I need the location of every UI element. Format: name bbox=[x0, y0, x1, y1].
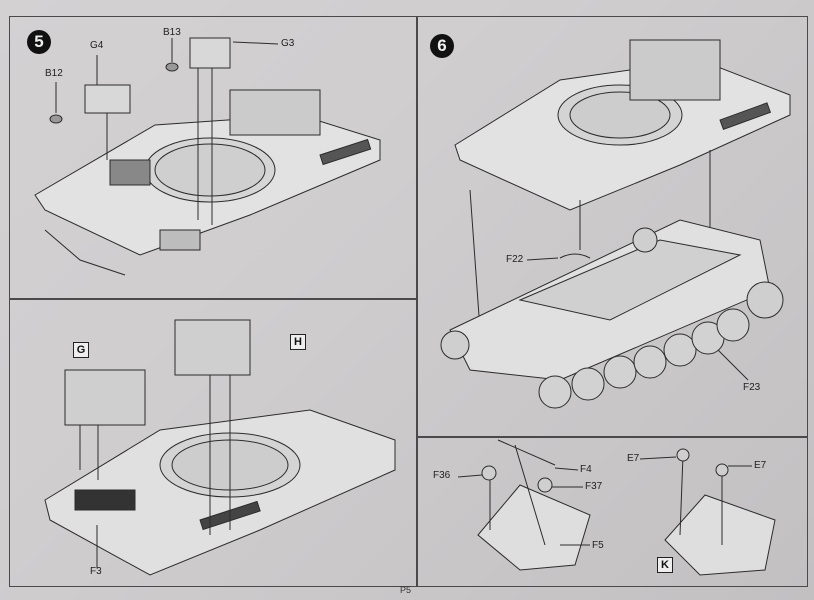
part-label-b12: B12 bbox=[45, 68, 63, 79]
part-label-e7-left: E7 bbox=[627, 453, 640, 464]
panel-step-6b bbox=[416, 436, 808, 587]
part-label-g4: G4 bbox=[90, 40, 104, 51]
part-label-f3: F3 bbox=[90, 566, 102, 577]
box-label-h: H bbox=[290, 334, 306, 350]
part-g3-illustration bbox=[189, 37, 231, 69]
part-label-g3: G3 bbox=[281, 38, 295, 49]
plate-illustration-left bbox=[457, 439, 591, 571]
box-label-k: K bbox=[657, 557, 673, 573]
part-label-f37: F37 bbox=[585, 481, 603, 492]
deck-illustration-step6 bbox=[454, 39, 791, 331]
step-number-6: 6 bbox=[430, 34, 454, 58]
part-label-f36: F36 bbox=[433, 470, 451, 481]
deck-illustration-step5 bbox=[34, 37, 381, 276]
panel-step-5b bbox=[9, 298, 418, 587]
step-number-5: 5 bbox=[27, 30, 51, 54]
hull-illustration-step6 bbox=[440, 219, 784, 409]
part-g4-illustration bbox=[84, 84, 131, 114]
part-label-e7-right: E7 bbox=[754, 460, 767, 471]
panel-step-5 bbox=[9, 16, 418, 300]
box-label-g: G bbox=[73, 342, 89, 358]
deck-illustration-step5b bbox=[44, 319, 396, 576]
part-h-illustration bbox=[174, 319, 251, 376]
part-label-f4: F4 bbox=[580, 464, 592, 475]
part-label-f23: F23 bbox=[743, 382, 761, 393]
page-number: P5 bbox=[400, 585, 412, 595]
plate-illustration-right bbox=[639, 448, 776, 576]
part-label-f5: F5 bbox=[592, 540, 604, 551]
part-label-f22: F22 bbox=[506, 254, 524, 265]
part-g-illustration bbox=[64, 369, 146, 426]
panel-step-6 bbox=[416, 16, 808, 438]
part-label-b13: B13 bbox=[163, 27, 181, 38]
